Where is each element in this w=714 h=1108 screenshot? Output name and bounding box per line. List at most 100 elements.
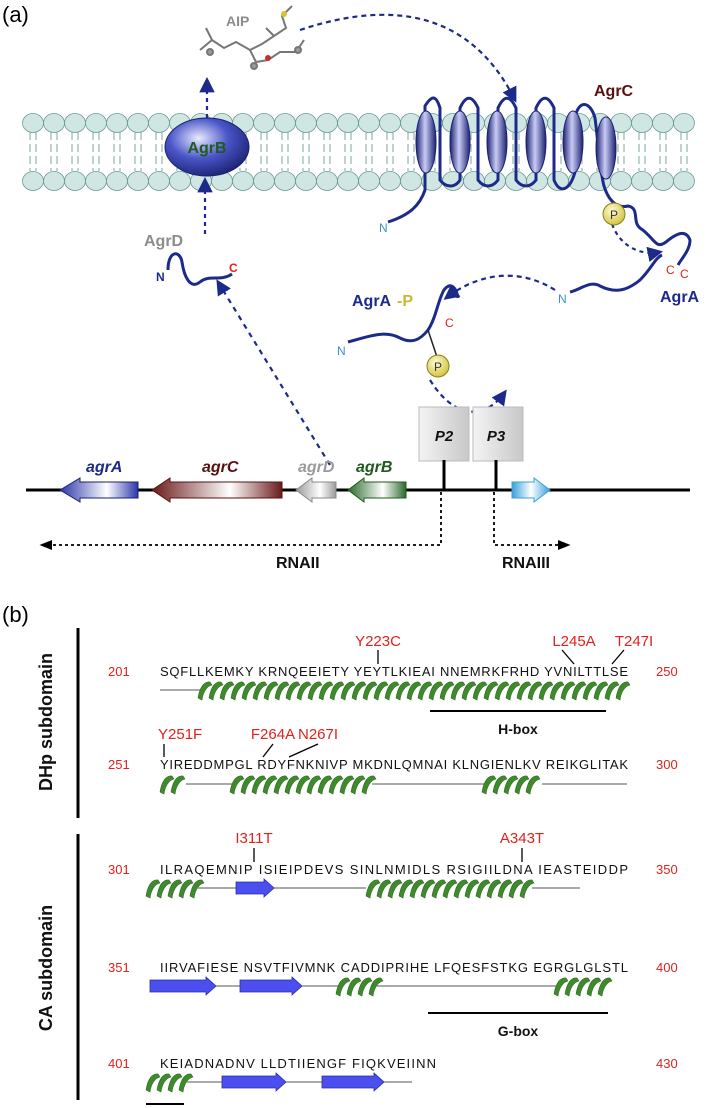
mutation-l245a: L245A (552, 633, 595, 650)
agrd-label: AgrD (144, 233, 183, 250)
agrc-phospho-label: P (610, 208, 618, 222)
gene-agra-label: agrA (86, 459, 122, 476)
dhp-subdomain-label: DHp subdomain (36, 653, 56, 791)
agrap-n-terminus: N (337, 344, 346, 358)
row3-end: 350 (656, 862, 678, 877)
row2-end: 300 (656, 757, 678, 772)
aip-molecule (199, 5, 305, 70)
rnaiii-gene-arrow (511, 477, 551, 503)
row4-start: 351 (108, 960, 130, 975)
lipid-head-top (22, 113, 44, 133)
agrap-label-suffix: -P (397, 293, 413, 310)
lipid-head-top (337, 113, 359, 133)
lipid-head-top (127, 113, 149, 133)
promoter-p2-label: P2 (435, 428, 454, 445)
helix-segment (335, 977, 384, 997)
mutation-f264a: F264A (251, 726, 295, 743)
agrc-protein: P (387, 96, 692, 266)
lipid-head-bot (106, 171, 128, 191)
lipid-head-bot (253, 171, 275, 191)
row4-end: 400 (656, 960, 678, 975)
agrap-phospho-label: P (434, 360, 442, 374)
agrd-c-terminus: C (229, 261, 238, 275)
row3-sequence: ILRAQEMNIP ISIEIPDEVS SINLNMIDLS RSIGIIL… (160, 862, 628, 877)
strand-segment (239, 976, 303, 996)
strand-segment (221, 1072, 287, 1092)
lipid-head-bot (169, 171, 191, 191)
lipid-head-top (652, 113, 674, 133)
lipid-head-bot (127, 171, 149, 191)
gene-agrb-label: agrB (356, 459, 392, 476)
panel-b-label: (b) (2, 602, 29, 627)
mutation-t247i: T247I (615, 633, 653, 650)
row5-start: 401 (108, 1056, 130, 1071)
row1-sequence: SQFLLKEMKY KRNQEEIETY YEYTLKIEAI NNEMRKF… (160, 664, 628, 679)
agrap-to-promoter-arrow (429, 379, 507, 413)
agrc-c-terminus: C (680, 267, 689, 281)
agrap-label-base: AgrA (352, 293, 392, 310)
secondary-structure (145, 681, 631, 1093)
lipid-head-bot (232, 171, 254, 191)
agrap-phospho-icon (426, 354, 450, 378)
lipid-head-bot (610, 171, 632, 191)
mutation-y251f: Y251F (158, 726, 202, 743)
agrc-phospho-icon (602, 202, 626, 226)
helix-segment (145, 1073, 194, 1093)
agra-c-terminus: C (666, 263, 675, 277)
lipid-head-bot (337, 171, 359, 191)
rnaii-transcript-arrow (39, 492, 442, 551)
lipid-head-bot (484, 171, 506, 191)
lipid-head-bot (22, 171, 44, 191)
helix-segment (481, 775, 541, 795)
mutation-a343t: A343T (500, 830, 544, 847)
helix-segment (553, 977, 613, 997)
lipid-head-bot (64, 171, 86, 191)
lipid-head-bot (316, 171, 338, 191)
row3-start: 301 (108, 862, 130, 877)
agra-phosphorylation-arrow (443, 274, 556, 300)
lipid-head-top (274, 113, 296, 133)
agra-label: AgrA (660, 289, 700, 306)
mutation-i311t: I311T (235, 830, 272, 847)
promoter-p3-label: P3 (487, 428, 506, 445)
lipid-head-bot (673, 171, 695, 191)
agrap-c-terminus: C (445, 316, 454, 330)
agrc-label: AgrC (594, 83, 634, 100)
row1-end: 250 (656, 664, 678, 679)
lipid-head-top (43, 113, 65, 133)
agrd-n-terminus: N (156, 270, 165, 284)
ca-subdomain-label: CA subdomain (36, 905, 56, 1031)
panel-a-label: (a) (2, 2, 29, 27)
lipid-head-top (85, 113, 107, 133)
rnaiii-label: RNAIII (502, 555, 550, 572)
lipid-head-top (295, 113, 317, 133)
lipid-head-bot (295, 171, 317, 191)
lipid-head-bot (652, 171, 674, 191)
gene-agrc-label: agrC (202, 459, 239, 476)
row1-start: 201 (108, 664, 130, 679)
strand-segment (235, 878, 275, 898)
agrc-n-terminus: N (379, 221, 388, 235)
aip-label: AIP (226, 13, 249, 29)
agrb-label: AgrB (187, 140, 226, 157)
helix-segment (365, 879, 535, 899)
gene-agrd-arrow (295, 477, 337, 503)
lipid-head-top (64, 113, 86, 133)
strand-segment (149, 976, 217, 996)
agrd-peptide (166, 252, 233, 286)
gbox-label: G-box (498, 1023, 539, 1039)
lipid-head-bot (43, 171, 65, 191)
lipid-head-top (316, 113, 338, 133)
rnaii-label: RNAII (276, 555, 320, 572)
row2-sequence: YIREDDMPGL RDYFNKNIVP MKDNLQMNAI KLNGIEN… (160, 757, 628, 772)
promoter-p2-box (418, 406, 470, 462)
lipid-head-top (253, 113, 275, 133)
lipid-head-top (631, 113, 653, 133)
agrb-protein (164, 117, 250, 177)
lipid-head-bot (148, 171, 170, 191)
lipid-head-top (379, 113, 401, 133)
lipid-head-bot (463, 171, 485, 191)
helix-segment (229, 775, 377, 795)
cell-membrane (22, 113, 695, 191)
